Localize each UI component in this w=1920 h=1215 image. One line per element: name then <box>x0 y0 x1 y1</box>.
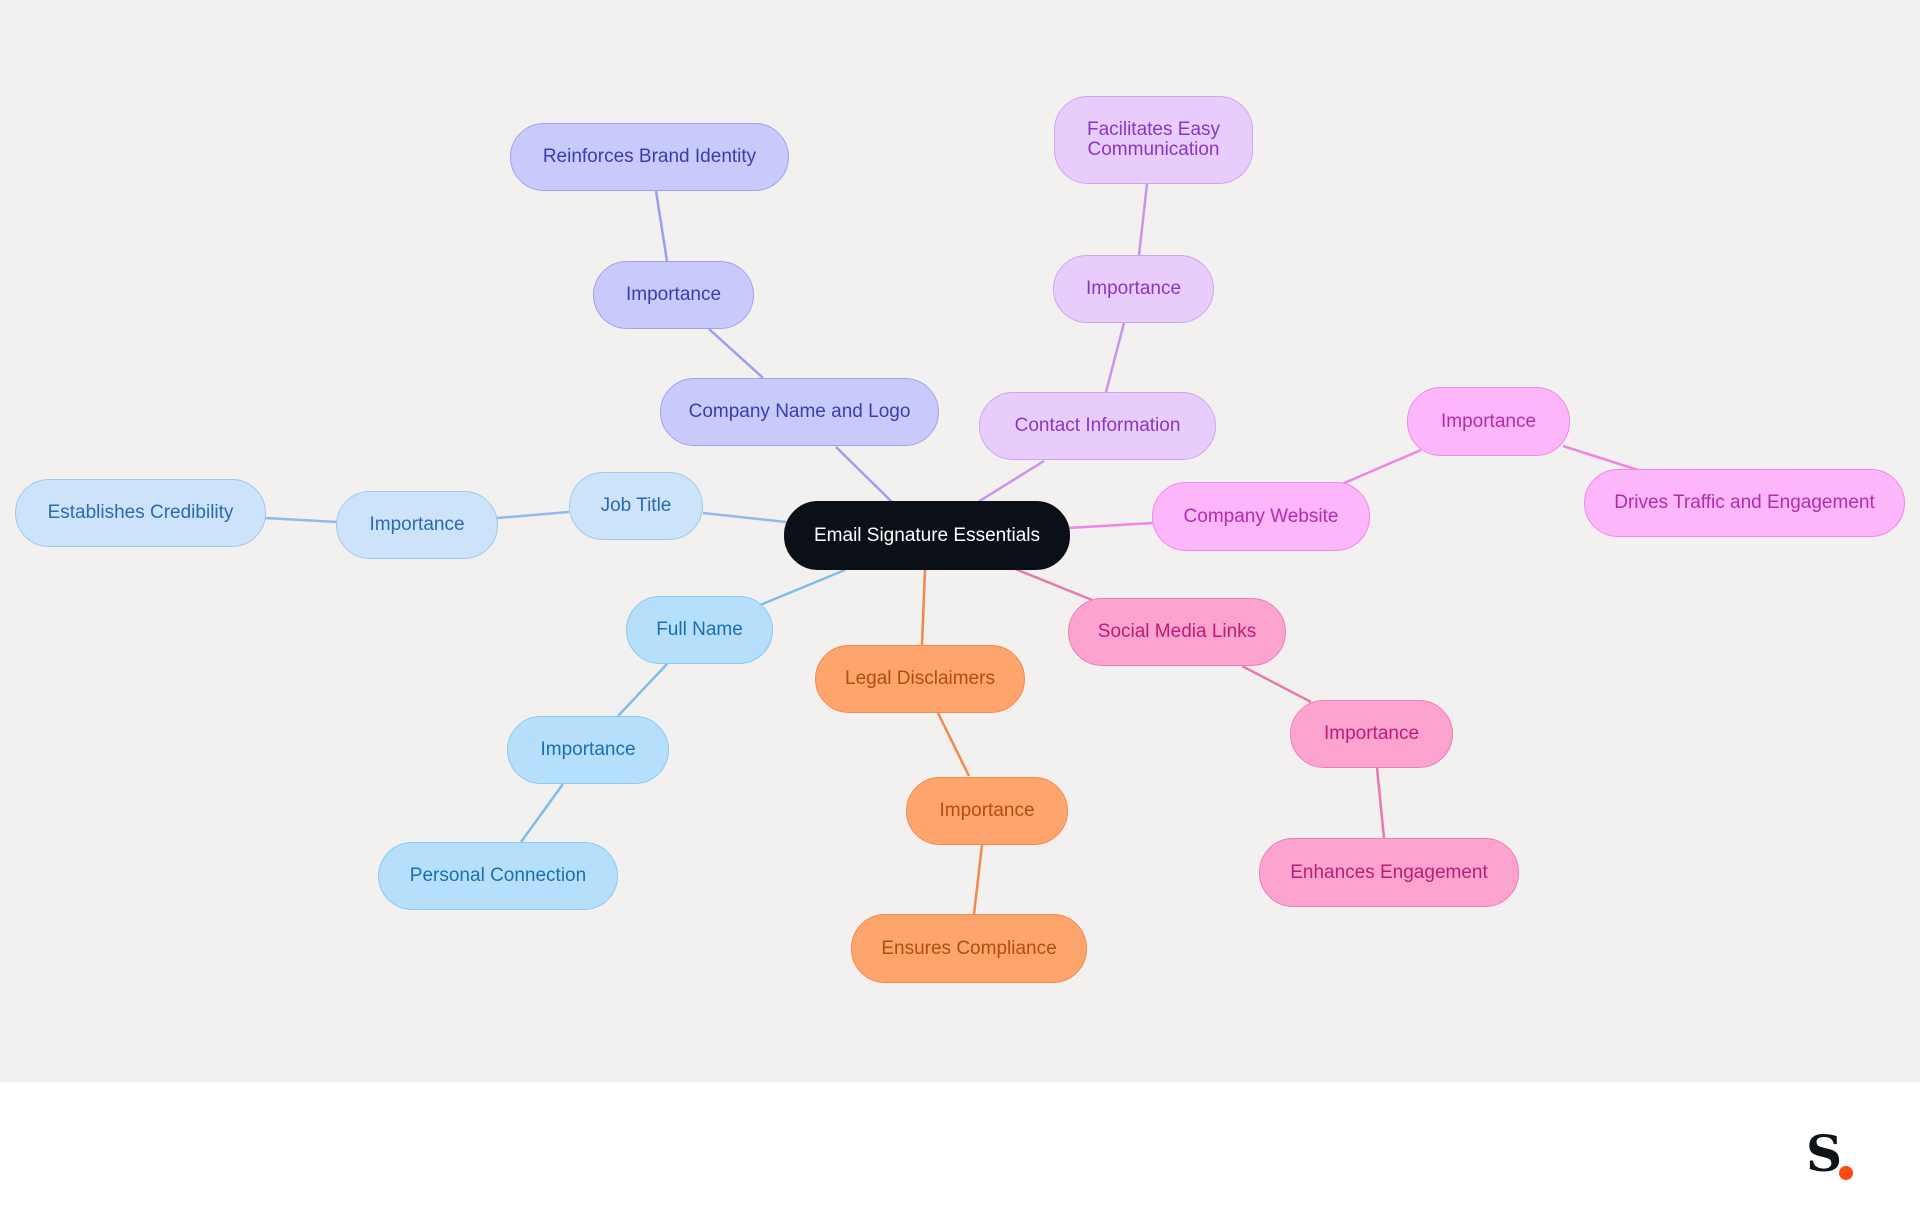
edge-root-contact <box>977 459 1045 504</box>
branch-node-full-name[interactable]: Full Name <box>626 596 773 664</box>
edge-social-importance <box>1241 664 1312 704</box>
edge-root-company-name <box>835 446 893 503</box>
importance-node-full-name[interactable]: Importance <box>507 716 669 784</box>
branch-node-company-website[interactable]: Company Website <box>1152 482 1370 551</box>
mind-map-canvas: Email Signature Essentials Company Name … <box>0 0 1920 1082</box>
edge-contact-importance <box>1104 322 1126 393</box>
branch-node-contact-information[interactable]: Contact Information <box>979 392 1216 460</box>
edge-contact-importance-benefit <box>1137 183 1149 256</box>
benefit-node-full-name[interactable]: Personal Connection <box>378 842 618 910</box>
edge-root-website <box>1067 521 1154 530</box>
brand-logo: S <box>1806 1124 1866 1183</box>
edge-social-importance-benefit <box>1375 767 1386 839</box>
edge-root-social <box>1012 566 1093 602</box>
root-node[interactable]: Email Signature Essentials <box>784 501 1070 570</box>
edge-root-fullname <box>759 568 846 607</box>
branch-node-social-media-links[interactable]: Social Media Links <box>1068 598 1286 666</box>
importance-node-social-media-links[interactable]: Importance <box>1290 700 1453 768</box>
edge-company-name-importance <box>708 328 764 379</box>
edge-legal-importance-benefit <box>972 844 984 915</box>
importance-node-legal-disclaimers[interactable]: Importance <box>906 777 1068 845</box>
edge-company-importance-benefit <box>654 190 669 262</box>
edge-root-legal <box>920 569 927 646</box>
edge-fullname-importance <box>617 663 668 717</box>
edge-website-importance <box>1341 448 1422 486</box>
importance-node-company-name[interactable]: Importance <box>593 261 754 329</box>
benefit-node-contact-information[interactable]: Facilitates Easy Communication <box>1054 96 1253 184</box>
benefit-node-company-website[interactable]: Drives Traffic and Engagement <box>1584 469 1905 537</box>
branch-node-job-title[interactable]: Job Title <box>569 472 703 540</box>
edge-website-importance-benefit <box>1562 444 1639 472</box>
benefit-node-company-name[interactable]: Reinforces Brand Identity <box>510 123 789 191</box>
edge-jobtitle-importance <box>496 510 570 520</box>
branch-node-company-name[interactable]: Company Name and Logo <box>660 378 939 446</box>
importance-node-company-website[interactable]: Importance <box>1407 387 1570 456</box>
mind-map-connectors <box>264 183 1639 915</box>
benefit-node-legal-disclaimers[interactable]: Ensures Compliance <box>851 914 1087 983</box>
importance-node-contact-information[interactable]: Importance <box>1053 255 1214 323</box>
branch-node-legal-disclaimers[interactable]: Legal Disclaimers <box>815 645 1025 713</box>
importance-node-job-title[interactable]: Importance <box>336 491 498 559</box>
edge-jobtitle-importance-benefit <box>264 516 339 524</box>
edge-root-jobtitle <box>702 511 787 524</box>
edge-fullname-importance-benefit <box>519 783 565 843</box>
benefit-node-social-media-links[interactable]: Enhances Engagement <box>1259 838 1519 907</box>
benefit-node-job-title[interactable]: Establishes Credibility <box>15 479 266 547</box>
logo-letter: S <box>1806 1124 1843 1183</box>
logo-dot-icon <box>1839 1166 1853 1180</box>
edge-legal-importance <box>936 712 971 777</box>
